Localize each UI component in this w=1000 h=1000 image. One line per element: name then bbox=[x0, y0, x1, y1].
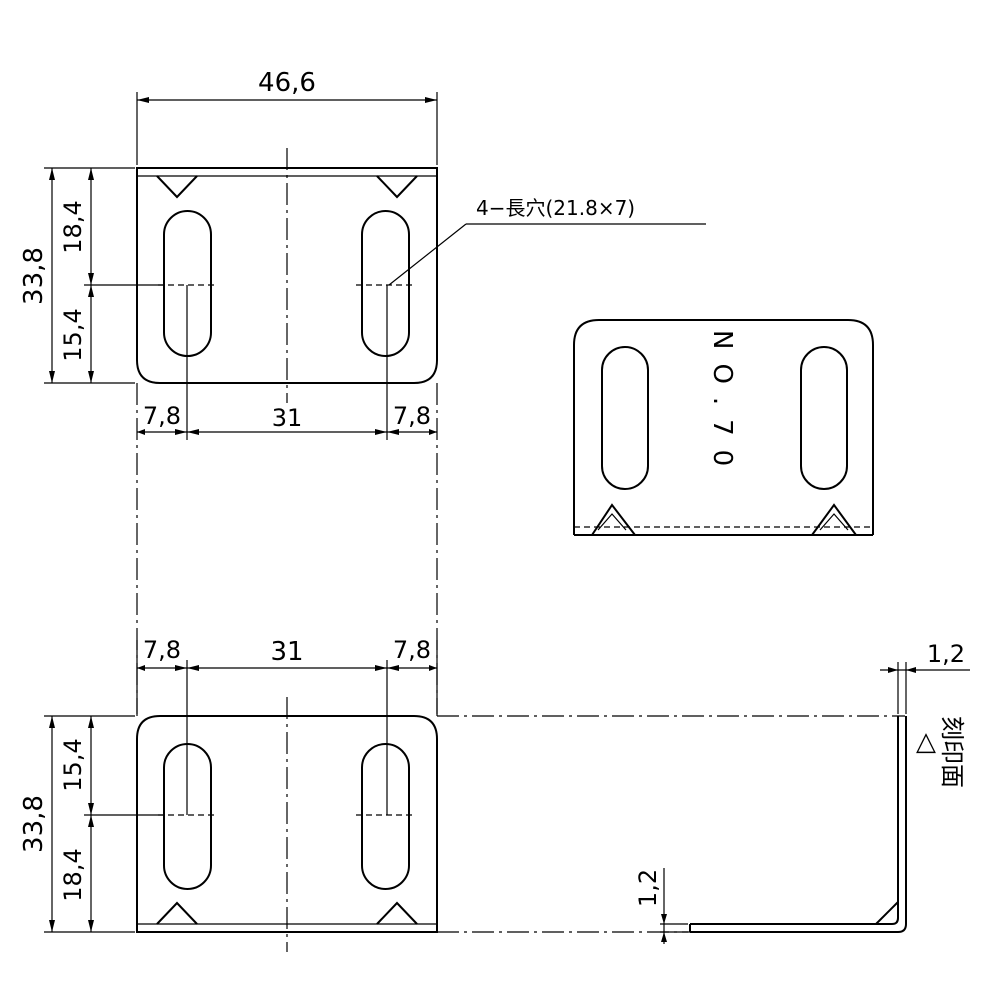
top-view bbox=[136, 148, 438, 403]
stamp-slot-right bbox=[800, 346, 848, 490]
bottom-lower-label: 18,4 bbox=[59, 848, 87, 901]
top-upper-label: 18,4 bbox=[59, 200, 87, 253]
stamp-plate-outline bbox=[573, 319, 874, 535]
side-view: 1,2 △ 刻印面 1,2 bbox=[437, 640, 970, 944]
bottom-left-offset-label: 7,8 bbox=[143, 636, 181, 664]
bottom-upper-label: 15,4 bbox=[59, 738, 87, 791]
top-right-offset-label: 7,8 bbox=[393, 402, 431, 430]
stamp-triangle-left bbox=[591, 503, 636, 536]
bottom-triangle-right bbox=[376, 901, 418, 925]
stamp-face-symbol: △ bbox=[916, 727, 936, 757]
side-profile-inner bbox=[690, 716, 899, 925]
bottom-pitch-label: 31 bbox=[270, 637, 303, 667]
top-dimensions: 46,6 33,8 18,4 15,4 7,8 31 7,8 4−長穴(21.8… bbox=[19, 68, 706, 440]
bottom-dimensions: 7,8 31 7,8 33,8 15,4 18,4 bbox=[19, 636, 438, 933]
top-left-offset-label: 7,8 bbox=[143, 402, 181, 430]
stamp-triangle-right bbox=[811, 503, 857, 536]
bottom-slot-right bbox=[361, 743, 410, 890]
bottom-triangle-left bbox=[156, 901, 198, 925]
stamp-slot-left bbox=[601, 346, 649, 490]
top-triangle-right bbox=[376, 175, 418, 199]
top-pitch-label: 31 bbox=[272, 404, 303, 432]
bottom-height-label: 33,8 bbox=[19, 795, 49, 853]
side-profile-outer bbox=[690, 716, 907, 933]
top-height-label: 33,8 bbox=[19, 247, 49, 305]
slot-note-leader bbox=[388, 223, 467, 286]
side-thickness-label: 1,2 bbox=[927, 640, 965, 668]
bottom-view bbox=[136, 697, 438, 952]
bottom-right-offset-label: 7,8 bbox=[393, 636, 431, 664]
top-lower-label: 15,4 bbox=[59, 308, 87, 361]
side-triangle bbox=[875, 901, 899, 925]
top-triangle-left bbox=[156, 175, 198, 199]
top-plate-outline bbox=[136, 167, 438, 384]
top-slot-right bbox=[361, 210, 410, 357]
slot-note: 4−長穴(21.8×7) bbox=[476, 196, 635, 220]
stamp-view: NO.70 bbox=[573, 319, 874, 536]
stamp-text: NO.70 bbox=[707, 330, 737, 480]
top-width-label: 46,6 bbox=[258, 68, 316, 98]
bottom-thickness-label: 1,2 bbox=[634, 869, 662, 907]
stamp-face-label: 刻印面 bbox=[938, 716, 966, 788]
